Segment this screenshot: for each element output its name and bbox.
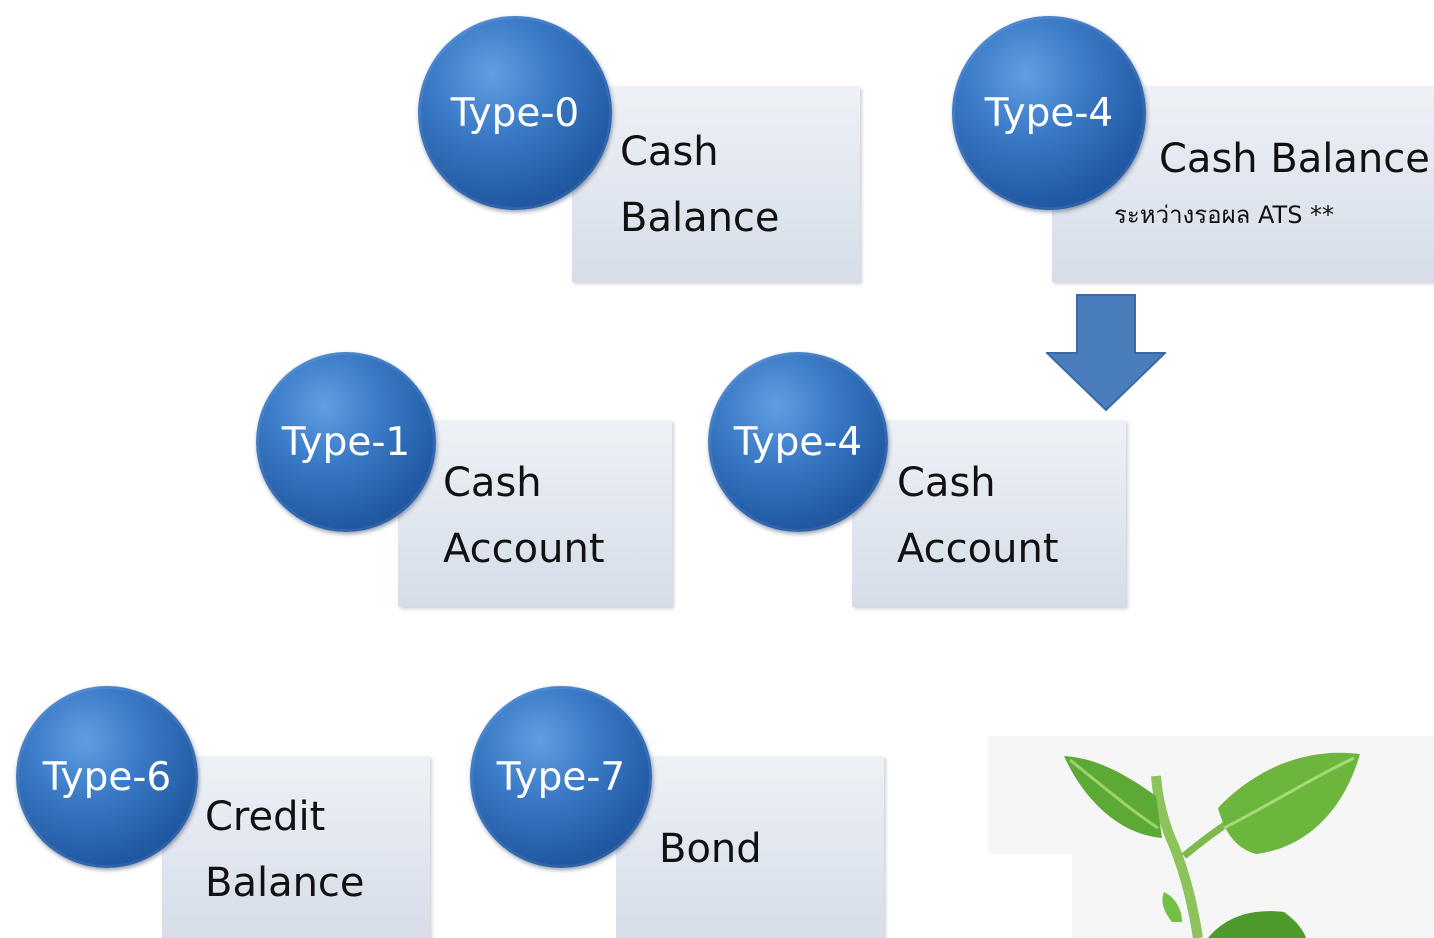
type-badge-4: Type-6 — [16, 686, 198, 868]
card-type-4-middle: Cash Account — [852, 420, 1126, 607]
card-type-4-top: Cash Balance ระหว่างรอผล ATS ** — [1052, 86, 1434, 282]
type-badge-label: Type-4 — [733, 419, 863, 465]
type-badge-0: Type-0 — [418, 16, 612, 210]
type-badge-5: Type-7 — [470, 686, 652, 868]
type-badge-label: Type-1 — [281, 419, 411, 465]
card-type-7: Bond — [616, 756, 884, 938]
type-badge-2: Type-1 — [256, 352, 436, 532]
card-line: Cash — [620, 129, 719, 175]
card-line: Account — [443, 526, 605, 572]
card-line: Credit — [205, 794, 326, 840]
type-badge-label: Type-7 — [496, 754, 626, 800]
card-type-0: Cash Balance — [572, 86, 860, 282]
plant-leaves-image — [988, 736, 1434, 938]
card-line: Cash — [443, 460, 542, 506]
card-line: Cash Balance — [1159, 136, 1430, 182]
card-line: Cash — [897, 460, 996, 506]
card-line: Balance — [620, 195, 780, 241]
type-badge-label: Type-6 — [42, 754, 172, 800]
type-badge-1: Type-4 — [952, 16, 1146, 210]
card-line: Balance — [205, 860, 365, 906]
card-type-6: Credit Balance — [162, 756, 430, 938]
type-badge-3: Type-4 — [708, 352, 888, 532]
card-note: ระหว่างรอผล ATS ** — [1114, 201, 1335, 229]
down-arrow-icon — [1046, 294, 1166, 412]
type-badge-label: Type-0 — [450, 90, 580, 136]
type-badge-label: Type-4 — [984, 90, 1114, 136]
card-type-1: Cash Account — [398, 420, 672, 607]
card-line: Bond — [659, 826, 762, 872]
card-line: Account — [897, 526, 1059, 572]
